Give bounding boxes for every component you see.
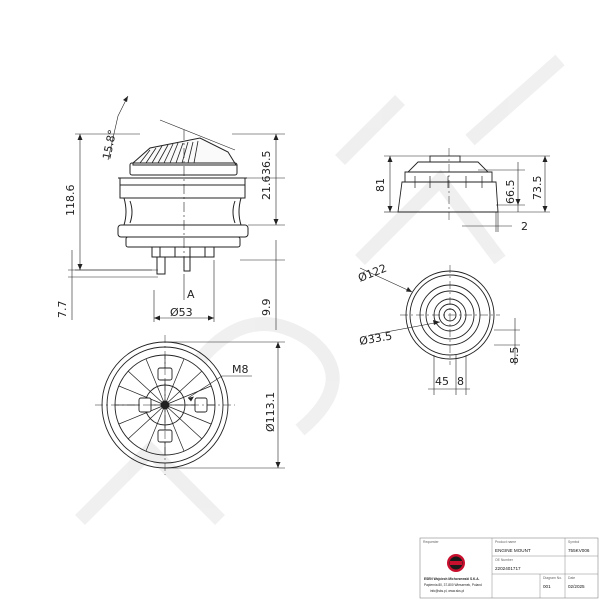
right-view-labels: 81 66.5 73.5 2	[374, 176, 544, 234]
oe-number-label: OE Number	[495, 558, 514, 562]
company-logo	[447, 554, 465, 572]
oe-number-value: 2202401717	[495, 566, 521, 571]
side-view-labels: 118.6 7.7 15.8° 36.5 21.6 9.9 A Ø53	[56, 129, 273, 319]
top-dim-8-label: 8.5	[508, 347, 521, 365]
date-label: Date	[568, 576, 575, 580]
outer-diameter-label: Ø122	[356, 262, 388, 285]
top-view-dimensions	[359, 267, 520, 395]
datum-a-label: A	[187, 288, 195, 301]
bottom-view-arrowheads	[188, 342, 281, 468]
base-diameter-label: Ø53	[170, 306, 193, 319]
date-value: 02/2025	[568, 584, 585, 589]
top-view-arrowheads	[406, 287, 440, 325]
symbol-value: 755KV006	[568, 548, 590, 553]
watermark	[75, 54, 565, 525]
overall-height-label: 118.6	[64, 185, 77, 217]
right-view-arrowheads	[387, 156, 548, 212]
side-view-dimensions	[68, 95, 285, 330]
product-name-label: Product name	[495, 540, 516, 544]
right-dim-2-label: 2	[521, 220, 528, 233]
symbol-label: Symbol	[568, 540, 580, 544]
right-dim-73-label: 73.5	[531, 176, 544, 201]
side-view-arrowheads	[77, 96, 279, 321]
bottom-view-dimensions	[165, 341, 285, 469]
right-dim-66-label: 66.5	[504, 180, 517, 205]
angle-label: 15.8°	[100, 129, 119, 161]
offset-label: 9.9	[260, 299, 273, 317]
mid-height-label: 21.6	[260, 176, 273, 201]
product-name: ENGINE MOUNT	[495, 548, 531, 553]
bottom-diameter-label: Ø113.1	[264, 392, 277, 432]
upper-height-label: 36.5	[260, 151, 273, 176]
company-contact: info@sks.pl, www.sks.pl	[430, 589, 464, 593]
company-name: ESEN Wojciech Michorzewski S.K.A.	[424, 577, 479, 581]
side-view	[117, 130, 249, 280]
top-dim-8b-label: 8	[457, 375, 464, 388]
right-view-dimensions	[384, 155, 550, 232]
right-height-label: 81	[374, 178, 387, 192]
stud-length-label: 7.7	[56, 301, 69, 319]
inner-diameter-label: Ø33.5	[358, 329, 393, 348]
bottom-view-labels: Ø113.1 M8	[232, 363, 277, 432]
requester-label: Requester	[423, 540, 440, 544]
top-view-labels: Ø122 Ø33.5 8.5 45 8	[356, 262, 521, 388]
diagram-no-label: Diagram No.	[543, 576, 562, 580]
top-view	[400, 265, 500, 365]
company-address: Papiernia 80, 37-800 Wieszenek, Poland	[424, 583, 482, 587]
title-block: Requester ESEN Wojciech Michorzewski S.K…	[419, 537, 599, 599]
diagram-no-value: 001	[543, 584, 551, 589]
bottom-view	[95, 335, 235, 475]
top-dim-45-label: 45	[435, 375, 449, 388]
thread-label: M8	[232, 363, 249, 376]
